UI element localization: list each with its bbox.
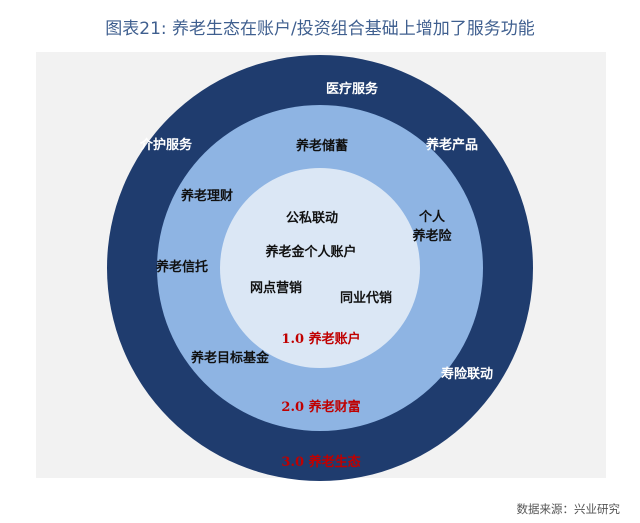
outer-item-medical: 医疗服务 [326, 81, 379, 97]
inner-item-interbank: 同业代销 [340, 290, 392, 306]
outer-item-life-insurance: 寿险联动 [441, 366, 493, 382]
figure-source: 数据来源：兴业研究 [516, 502, 621, 516]
middle-item-pension-insurance: 养老险 [411, 228, 452, 244]
outer-item-products: 养老产品 [425, 137, 478, 153]
inner-item-branch-marketing: 网点营销 [250, 280, 302, 296]
middle-item-trust: 养老信托 [155, 259, 208, 275]
inner-circle [220, 168, 420, 368]
inner-level-label: 1.0 养老账户 [281, 331, 360, 347]
middle-item-wealth-mgmt: 养老理财 [180, 188, 233, 204]
outer-level-label: 3.0 养老生态 [281, 454, 360, 470]
outer-item-care: 介护服务 [139, 137, 193, 153]
inner-item-public-private: 公私联动 [286, 210, 338, 226]
figure-title: 图表21: 养老生态在账户/投资组合基础上增加了服务功能 [105, 19, 535, 39]
middle-item-target-fund: 养老目标基金 [190, 350, 270, 366]
middle-item-savings: 养老储蓄 [295, 138, 348, 154]
middle-item-individual: 个人 [418, 209, 446, 225]
inner-item-personal-account: 养老金个人账户 [264, 244, 356, 260]
middle-level-label: 2.0 养老财富 [281, 399, 360, 415]
